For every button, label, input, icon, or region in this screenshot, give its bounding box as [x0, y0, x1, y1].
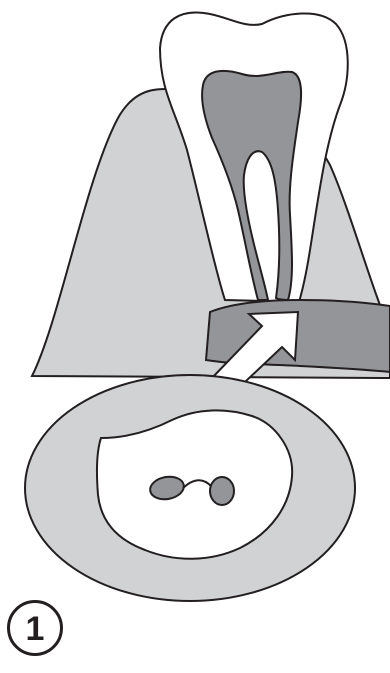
root-canal-right-icon	[210, 477, 234, 505]
step-number-badge: 1	[7, 600, 63, 656]
step-number: 1	[26, 612, 45, 646]
